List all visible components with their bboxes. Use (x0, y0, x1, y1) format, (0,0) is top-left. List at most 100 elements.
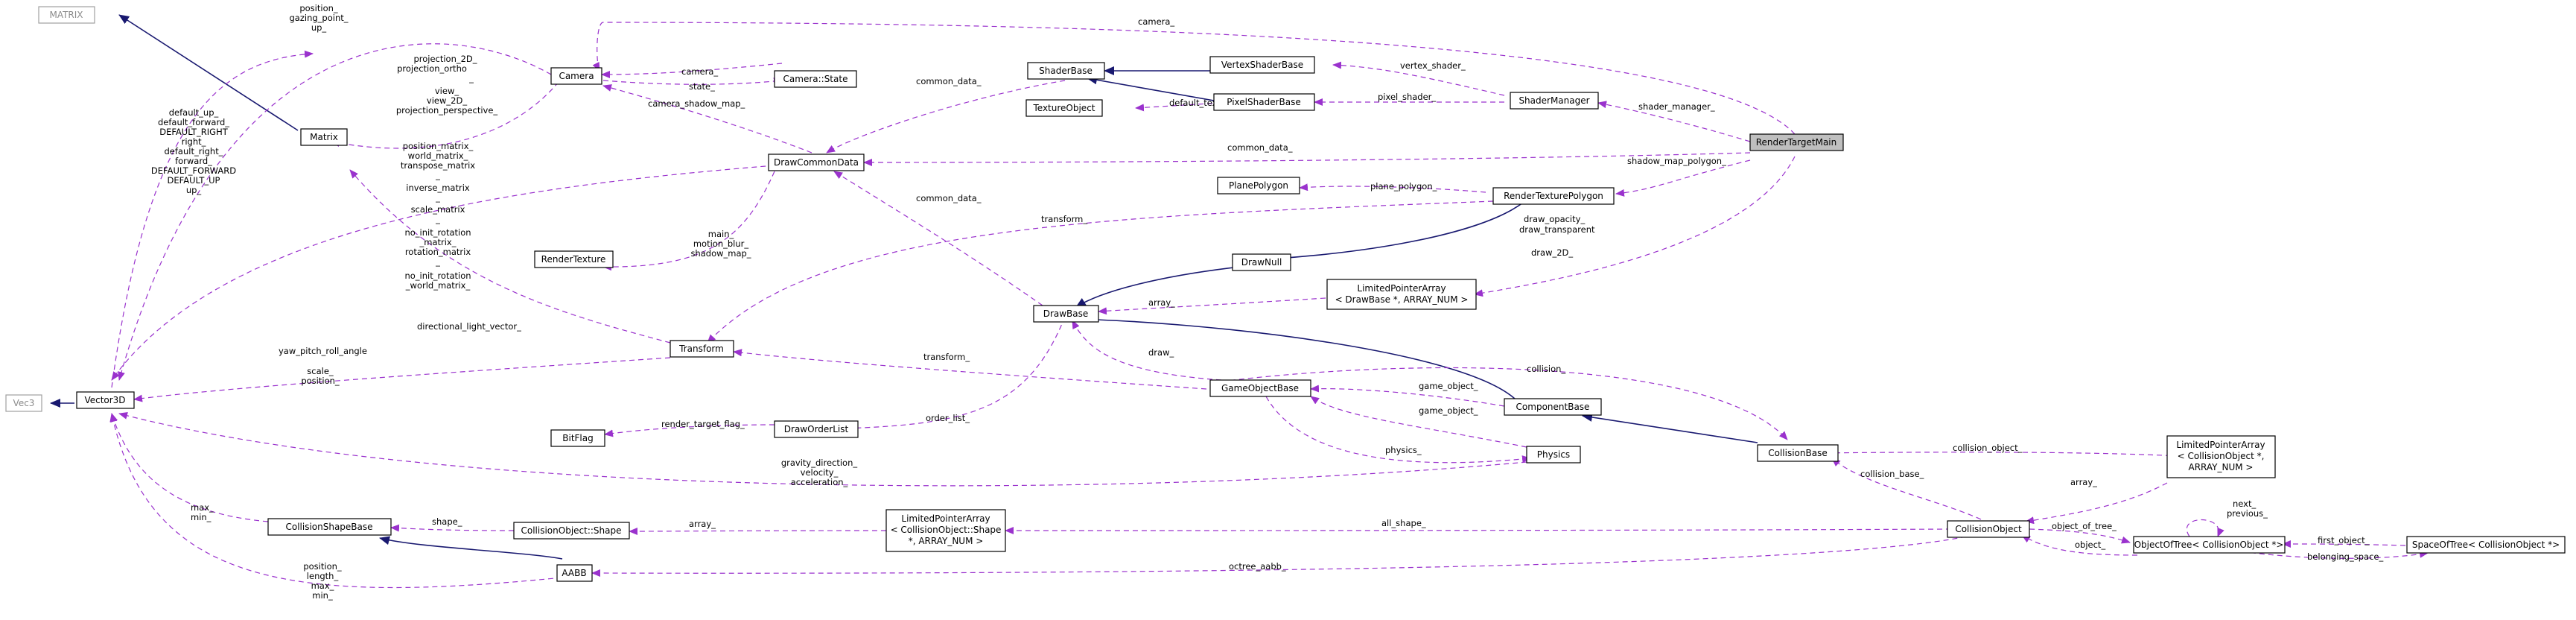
svg-text:Camera: Camera (559, 71, 594, 81)
node-vec3[interactable]: Vec3 (5, 394, 42, 412)
node-collision-shape-base[interactable]: CollisionShapeBase (267, 518, 392, 536)
svg-text:CollisionObject: CollisionObject (1955, 524, 2022, 534)
node-physics[interactable]: Physics (1526, 446, 1581, 464)
svg-text:ARRAY_NUM >: ARRAY_NUM > (2189, 462, 2254, 472)
label-position-matrix-7: scale_matrix (411, 204, 465, 215)
edge-draw (1072, 320, 1222, 381)
node-game-object-base[interactable]: GameObjectBase (1209, 379, 1311, 397)
edge-gravity (118, 411, 1527, 487)
label-default-up-5: default_right_ (165, 146, 223, 156)
label-position-gazing-3: up_ (311, 22, 327, 33)
label-position-matrix-8: _ (435, 214, 440, 224)
edge-next-previous (2187, 519, 2224, 537)
label-default-up-8: DEFAULT_UP (168, 175, 220, 186)
edge-octree-aabb (591, 536, 1967, 578)
label-gravity-3: acceleration_ (791, 477, 848, 487)
svg-text:LimitedPointerArray: LimitedPointerArray (1357, 283, 1446, 294)
label-position-matrix-12: _ (435, 256, 440, 267)
svg-text:PlanePolygon: PlanePolygon (1229, 180, 1288, 191)
label-common-data-2: common_data_ (1227, 142, 1293, 153)
label-common-data-1: common_data_ (916, 76, 982, 86)
node-bit-flag[interactable]: BitFlag (550, 429, 605, 447)
svg-text:AABB: AABB (562, 568, 586, 578)
node-draw-base[interactable]: DrawBase (1033, 305, 1099, 323)
node-shader-manager[interactable]: ShaderManager (1510, 92, 1599, 110)
node-transform[interactable]: Transform (670, 340, 734, 358)
label-array-3: array_ (689, 519, 716, 529)
node-plane-polygon[interactable]: PlanePolygon (1217, 177, 1300, 194)
label-camera-shadow-map: camera_shadow_map_ (648, 98, 745, 109)
label-position: position_ (301, 376, 340, 386)
svg-text:Matrix: Matrix (310, 132, 338, 142)
svg-text:Transform: Transform (678, 344, 724, 354)
node-object-of-tree[interactable]: ObjectOfTree< CollisionObject *> (2133, 536, 2286, 554)
label-default-up-7: DEFAULT_FORWARD (151, 165, 236, 176)
svg-text:< CollisionObject *,: < CollisionObject *, (2178, 451, 2265, 461)
label-position-length-4: min_ (312, 590, 333, 601)
edge-common-data-main (863, 152, 1751, 166)
svg-text:GameObjectBase: GameObjectBase (1221, 383, 1299, 393)
label-physics: physics_ (1385, 445, 1422, 455)
node-matrix[interactable]: Matrix (300, 128, 348, 146)
svg-text:Camera::State: Camera::State (783, 74, 848, 84)
node-collision-object-shape[interactable]: CollisionObject::Shape (513, 522, 630, 540)
edge-shape (390, 524, 515, 532)
svg-text:Vec3: Vec3 (13, 398, 35, 408)
node-vector3d[interactable]: Vector3D (76, 391, 135, 409)
edge-shadow-map-polygon (1615, 159, 1751, 197)
svg-text:CollisionShapeBase: CollisionShapeBase (285, 522, 372, 532)
svg-text:ShaderManager: ShaderManager (1518, 95, 1589, 106)
edge-object-of-tree (2029, 528, 2131, 544)
node-pixel-shader-base[interactable]: PixelShaderBase (1213, 93, 1315, 111)
label-camera-state-2: state_ (689, 81, 715, 92)
inheritance-edges (50, 14, 1758, 560)
node-limited-pointer-array-draw[interactable]: LimitedPointerArray < DrawBase *, ARRAY_… (1326, 279, 1477, 310)
svg-text:ObjectOfTree< CollisionObject: ObjectOfTree< CollisionObject *> (2134, 540, 2284, 550)
label-default-up-9: up_ (186, 185, 202, 195)
node-texture-object[interactable]: TextureObject (1025, 99, 1103, 117)
node-collision-object[interactable]: CollisionObject (1947, 520, 2030, 538)
edge-directional-light (111, 165, 775, 381)
label-main-1: main_ (708, 229, 734, 239)
label-default-up-1: default_up_ (169, 107, 219, 118)
label-position-matrix-11: rotation_matrix (405, 247, 471, 257)
node-shader-base[interactable]: ShaderBase (1027, 62, 1105, 80)
label-view-2d-3: projection_perspective_ (396, 105, 498, 116)
label-gravity-1: gravity_direction_ (781, 458, 858, 468)
label-position-matrix-5: inverse_matrix (406, 183, 470, 193)
edge-matrix-transform (349, 169, 671, 344)
node-draw-common-data[interactable]: DrawCommonData (768, 154, 865, 171)
node-render-texture-polygon[interactable]: RenderTexturePolygon (1492, 187, 1615, 205)
label-shadow-map-polygon: shadow_map_polygon_ (1627, 156, 1726, 166)
node-render-texture[interactable]: RenderTexture (534, 250, 614, 268)
node-camera[interactable]: Camera (550, 67, 602, 85)
node-collision-base[interactable]: CollisionBase (1757, 444, 1839, 462)
edge-rendertexture-drawcommon (602, 171, 775, 271)
label-position-length-1: position_ (303, 561, 342, 572)
node-component-base[interactable]: ComponentBase (1504, 398, 1602, 416)
label-draw-opacity-1: draw_opacity_ (1524, 214, 1585, 224)
label-position-length-2: length_ (307, 571, 339, 581)
edge-rendertexturepolygon-drawnull (1232, 202, 1524, 265)
label-belonging-space: belonging_space_ (2307, 551, 2383, 562)
label-max: max_ (191, 502, 214, 513)
node-limited-pointer-array-collision[interactable]: LimitedPointerArray < CollisionObject *,… (2166, 435, 2276, 478)
node-aabb[interactable]: AABB (556, 564, 593, 582)
node-space-of-tree[interactable]: SpaceOfTree< CollisionObject *> (2406, 536, 2566, 554)
svg-text:DrawCommonData: DrawCommonData (774, 157, 859, 168)
node-camera-state[interactable]: Camera::State (774, 70, 857, 88)
edge-vector3d-matrix-default (111, 50, 314, 388)
label-projection-2d-2: projection_ortho (397, 63, 467, 74)
node-draw-null[interactable]: DrawNull (1232, 253, 1291, 271)
node-vertex-shader-base[interactable]: VertexShaderBase (1209, 56, 1315, 74)
node-draw-order-list[interactable]: DrawOrderList (774, 420, 859, 438)
node-render-target-main[interactable]: RenderTargetMain (1749, 133, 1844, 151)
label-position-matrix-3: transpose_matrix (401, 160, 475, 171)
edge-matrix-camera (331, 81, 559, 149)
label-position-gazing-2: gazing_point_ (290, 13, 349, 23)
label-scale: scale_ (307, 366, 334, 376)
node-matrix-base[interactable]: MATRIX (38, 6, 95, 24)
edge-transform-rendertexture (707, 200, 1494, 344)
node-limited-pointer-array-shape[interactable]: LimitedPointerArray < CollisionObject::S… (885, 509, 1006, 552)
